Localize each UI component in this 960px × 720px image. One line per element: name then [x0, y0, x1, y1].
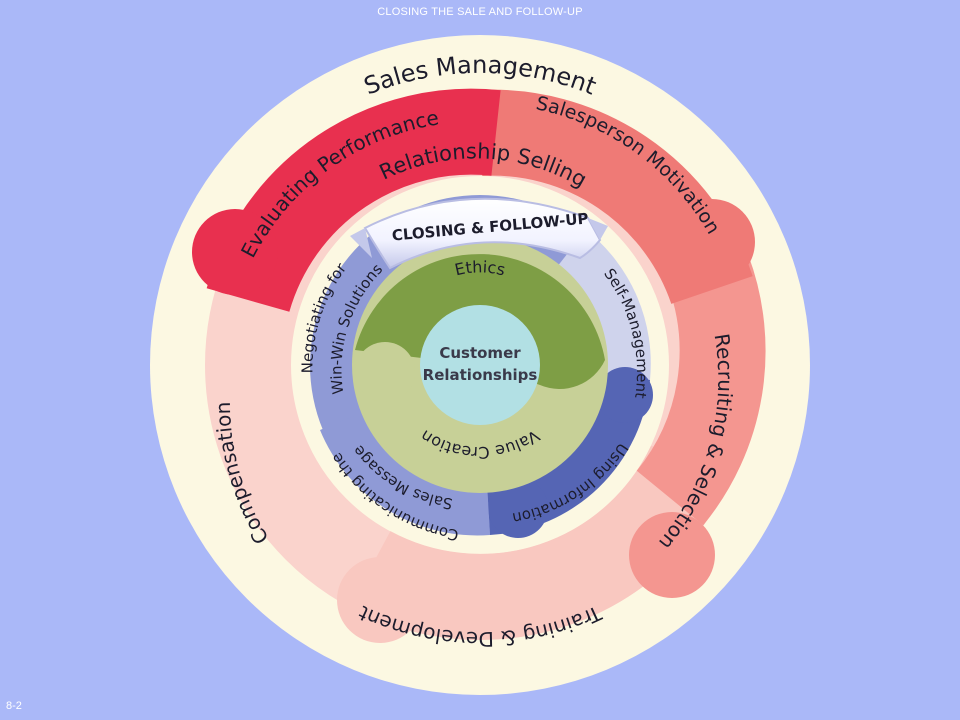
training-end-cap	[337, 557, 423, 643]
ethics-left-cap	[355, 342, 415, 402]
using-info-cap	[597, 367, 653, 423]
motivation-end-cap	[669, 199, 755, 285]
using-info-tail	[488, 478, 548, 538]
banner-ribbon	[363, 197, 602, 270]
recruiting-end-cap	[629, 512, 715, 598]
slide-title: CLOSING THE SALE AND FOLLOW-UP	[377, 6, 583, 18]
slide-number: 8-2	[6, 700, 22, 712]
ethics-label: Ethics	[453, 257, 507, 279]
center-label-line1: Customer	[439, 344, 521, 362]
banner-fold-right	[588, 218, 608, 240]
evaluating-end-cap	[192, 209, 278, 295]
closing-banner: CLOSING & FOLLOW-UP	[350, 197, 608, 270]
banner-fold-left	[350, 228, 372, 258]
segment-recruiting	[636, 255, 766, 526]
center-circle	[420, 305, 540, 425]
center-label-line2: Relationships	[423, 366, 538, 384]
